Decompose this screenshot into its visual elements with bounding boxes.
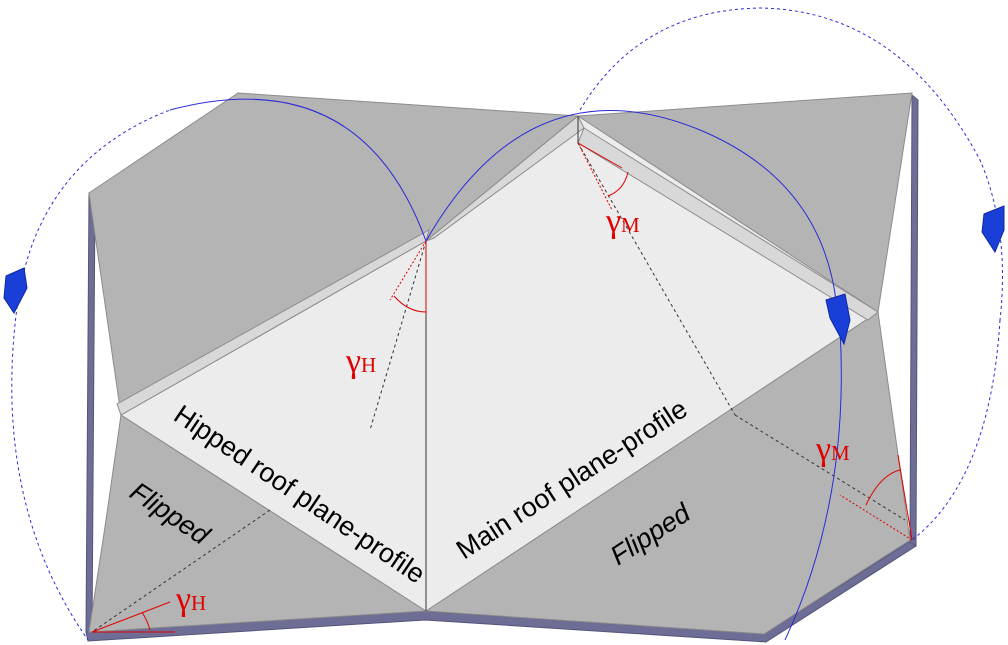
gamma-h-top-label: γH xyxy=(345,343,376,380)
left-arrow-icon xyxy=(3,267,28,314)
gamma-m-top-label: γM xyxy=(605,203,640,240)
right-lower-arc xyxy=(784,329,842,641)
left-outer-arc xyxy=(17,109,171,301)
gamma-m-right-label: γM xyxy=(815,431,850,468)
middle-arrow-icon xyxy=(825,293,851,346)
gamma-h-bottom-label: γH xyxy=(175,581,206,618)
ridge-bevels xyxy=(116,115,879,416)
rotation-arrows xyxy=(3,205,1005,346)
flipped-panels xyxy=(88,92,913,635)
left-lower-arc xyxy=(11,299,89,641)
middle-arc xyxy=(425,110,837,301)
left-inner-arc xyxy=(169,98,427,242)
right-arrow-icon xyxy=(981,205,1005,254)
right-outer-lower-arc xyxy=(911,319,1001,541)
angle-markers xyxy=(91,142,913,633)
